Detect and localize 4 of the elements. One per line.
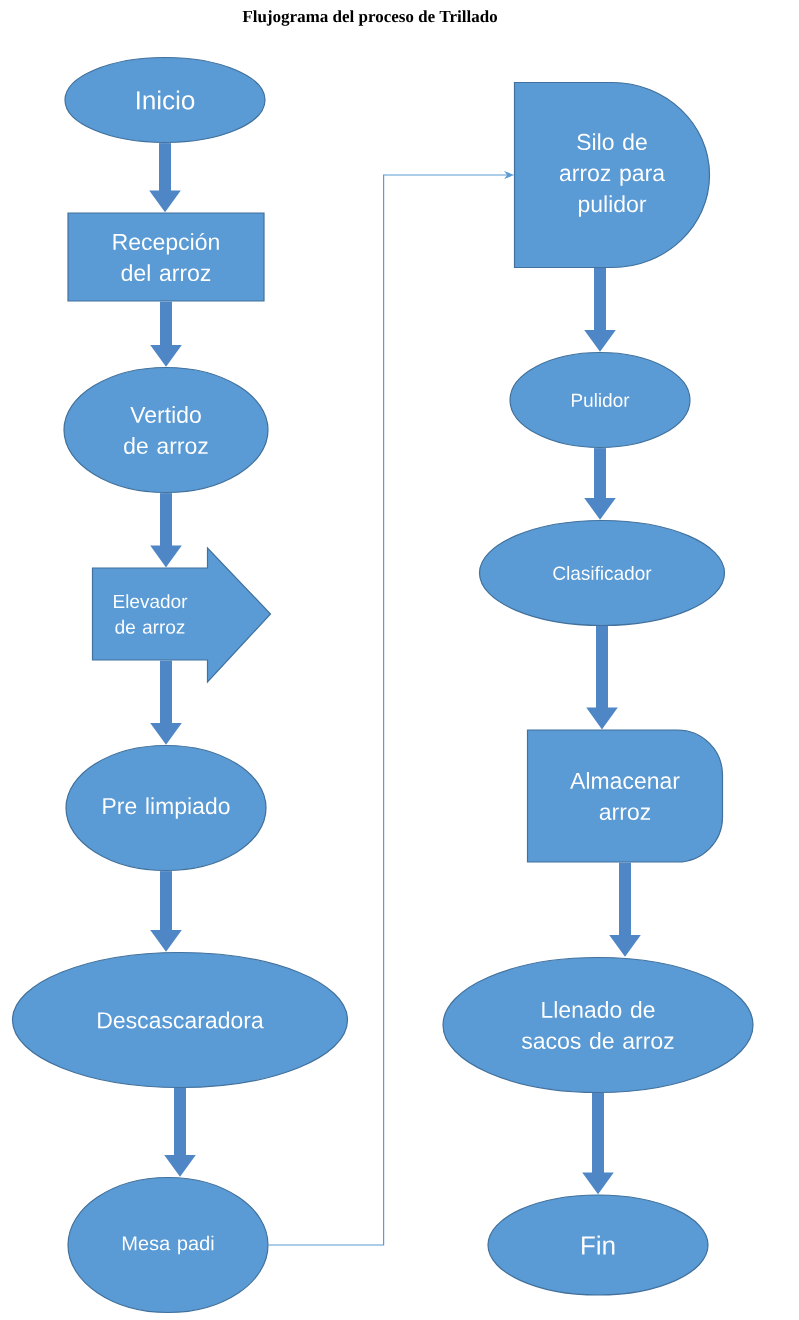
title: Flujograma del proceso de Trillado bbox=[242, 10, 497, 26]
storage-box: Almacenar arroz bbox=[526, 729, 724, 863]
arrow-shape-box: Elevador de arroz bbox=[91, 546, 272, 684]
process-box: Recepción del arroz bbox=[67, 212, 265, 302]
